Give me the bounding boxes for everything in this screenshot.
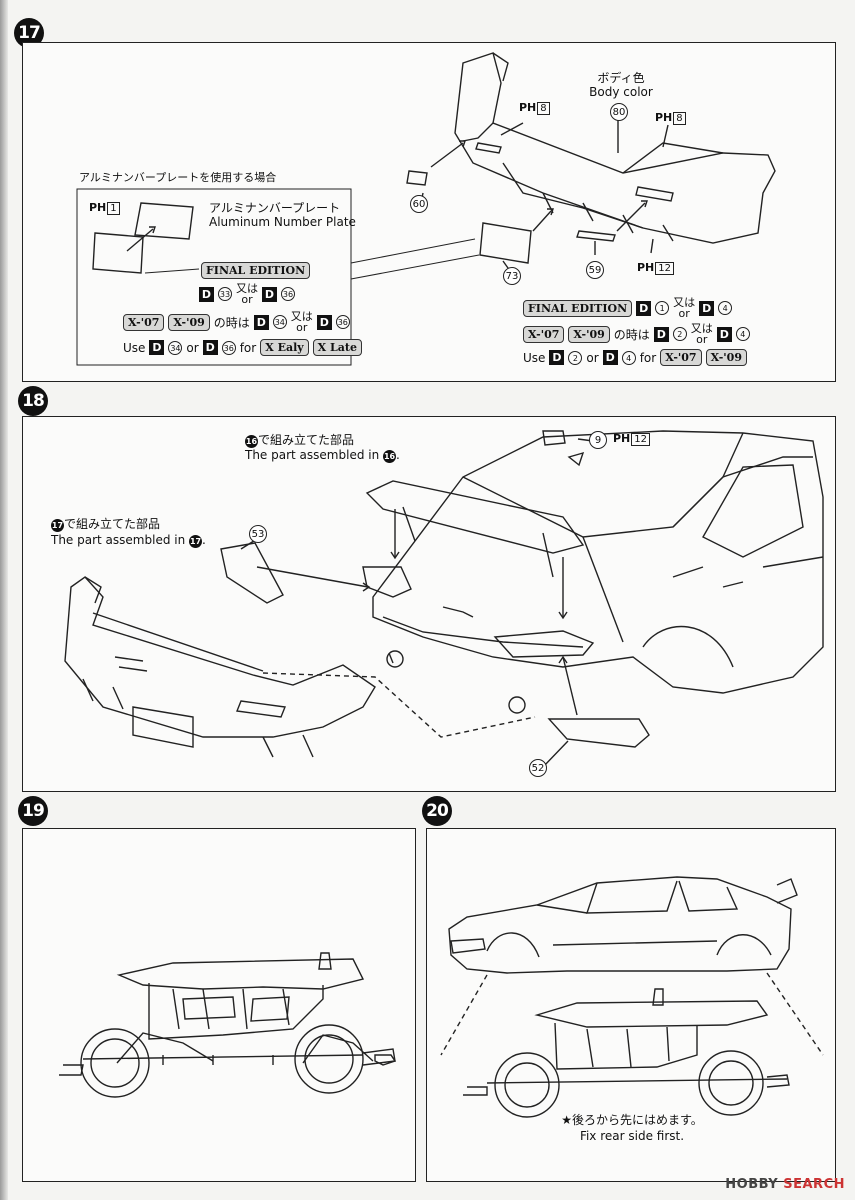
step-20-panel: ★後ろから先にはめます。 Fix rear side first. bbox=[426, 828, 836, 1182]
part-number-73: 73 bbox=[503, 267, 521, 285]
callout-16-jp: 16で組み立てた部品 bbox=[245, 433, 355, 448]
callout-17-jp: 17で組み立てた部品 bbox=[51, 517, 161, 532]
part-number-53: 53 bbox=[249, 525, 267, 543]
page-binding-shadow bbox=[0, 0, 8, 1200]
step-18-panel: 16で組み立てた部品 The part assembled in 16. 17で… bbox=[22, 416, 836, 792]
fix-note-jp: ★後ろから先にはめます。 bbox=[561, 1113, 703, 1127]
plate-label-en: Aluminum Number Plate bbox=[209, 215, 356, 229]
step-19-panel bbox=[22, 828, 416, 1182]
part-number-60: 60 bbox=[410, 195, 428, 213]
part-number-59: 59 bbox=[586, 261, 604, 279]
step-19-badge: 19 bbox=[18, 796, 48, 826]
step-19-chassis-drawing bbox=[59, 952, 397, 1098]
callout-17-en: The part assembled in 17. bbox=[51, 533, 206, 548]
step-18-drawing bbox=[64, 430, 824, 768]
callout-16-en: The part assembled in 16. bbox=[245, 448, 400, 463]
plate-label-jp: アルミナンバープレート bbox=[209, 201, 341, 215]
part-number-52: 52 bbox=[529, 759, 547, 777]
step-20-drawing bbox=[440, 876, 824, 1118]
inset-edition-tag: FINAL EDITION bbox=[201, 262, 311, 279]
inset-heading: アルミナンバープレートを使用する場合 bbox=[79, 171, 277, 184]
watermark-logo: HOBBY SEARCH bbox=[725, 1177, 845, 1192]
body-color-jp: ボディ色 bbox=[597, 71, 645, 85]
step-17-drawing bbox=[76, 52, 776, 366]
body-color-en: Body color bbox=[589, 85, 653, 99]
part-number-9: 9 bbox=[589, 431, 607, 449]
step-18-badge: 18 bbox=[18, 386, 48, 416]
part-number-80: 80 bbox=[610, 103, 628, 121]
fix-note-en: Fix rear side first. bbox=[579, 1129, 685, 1143]
step-20-badge: 20 bbox=[422, 796, 452, 826]
